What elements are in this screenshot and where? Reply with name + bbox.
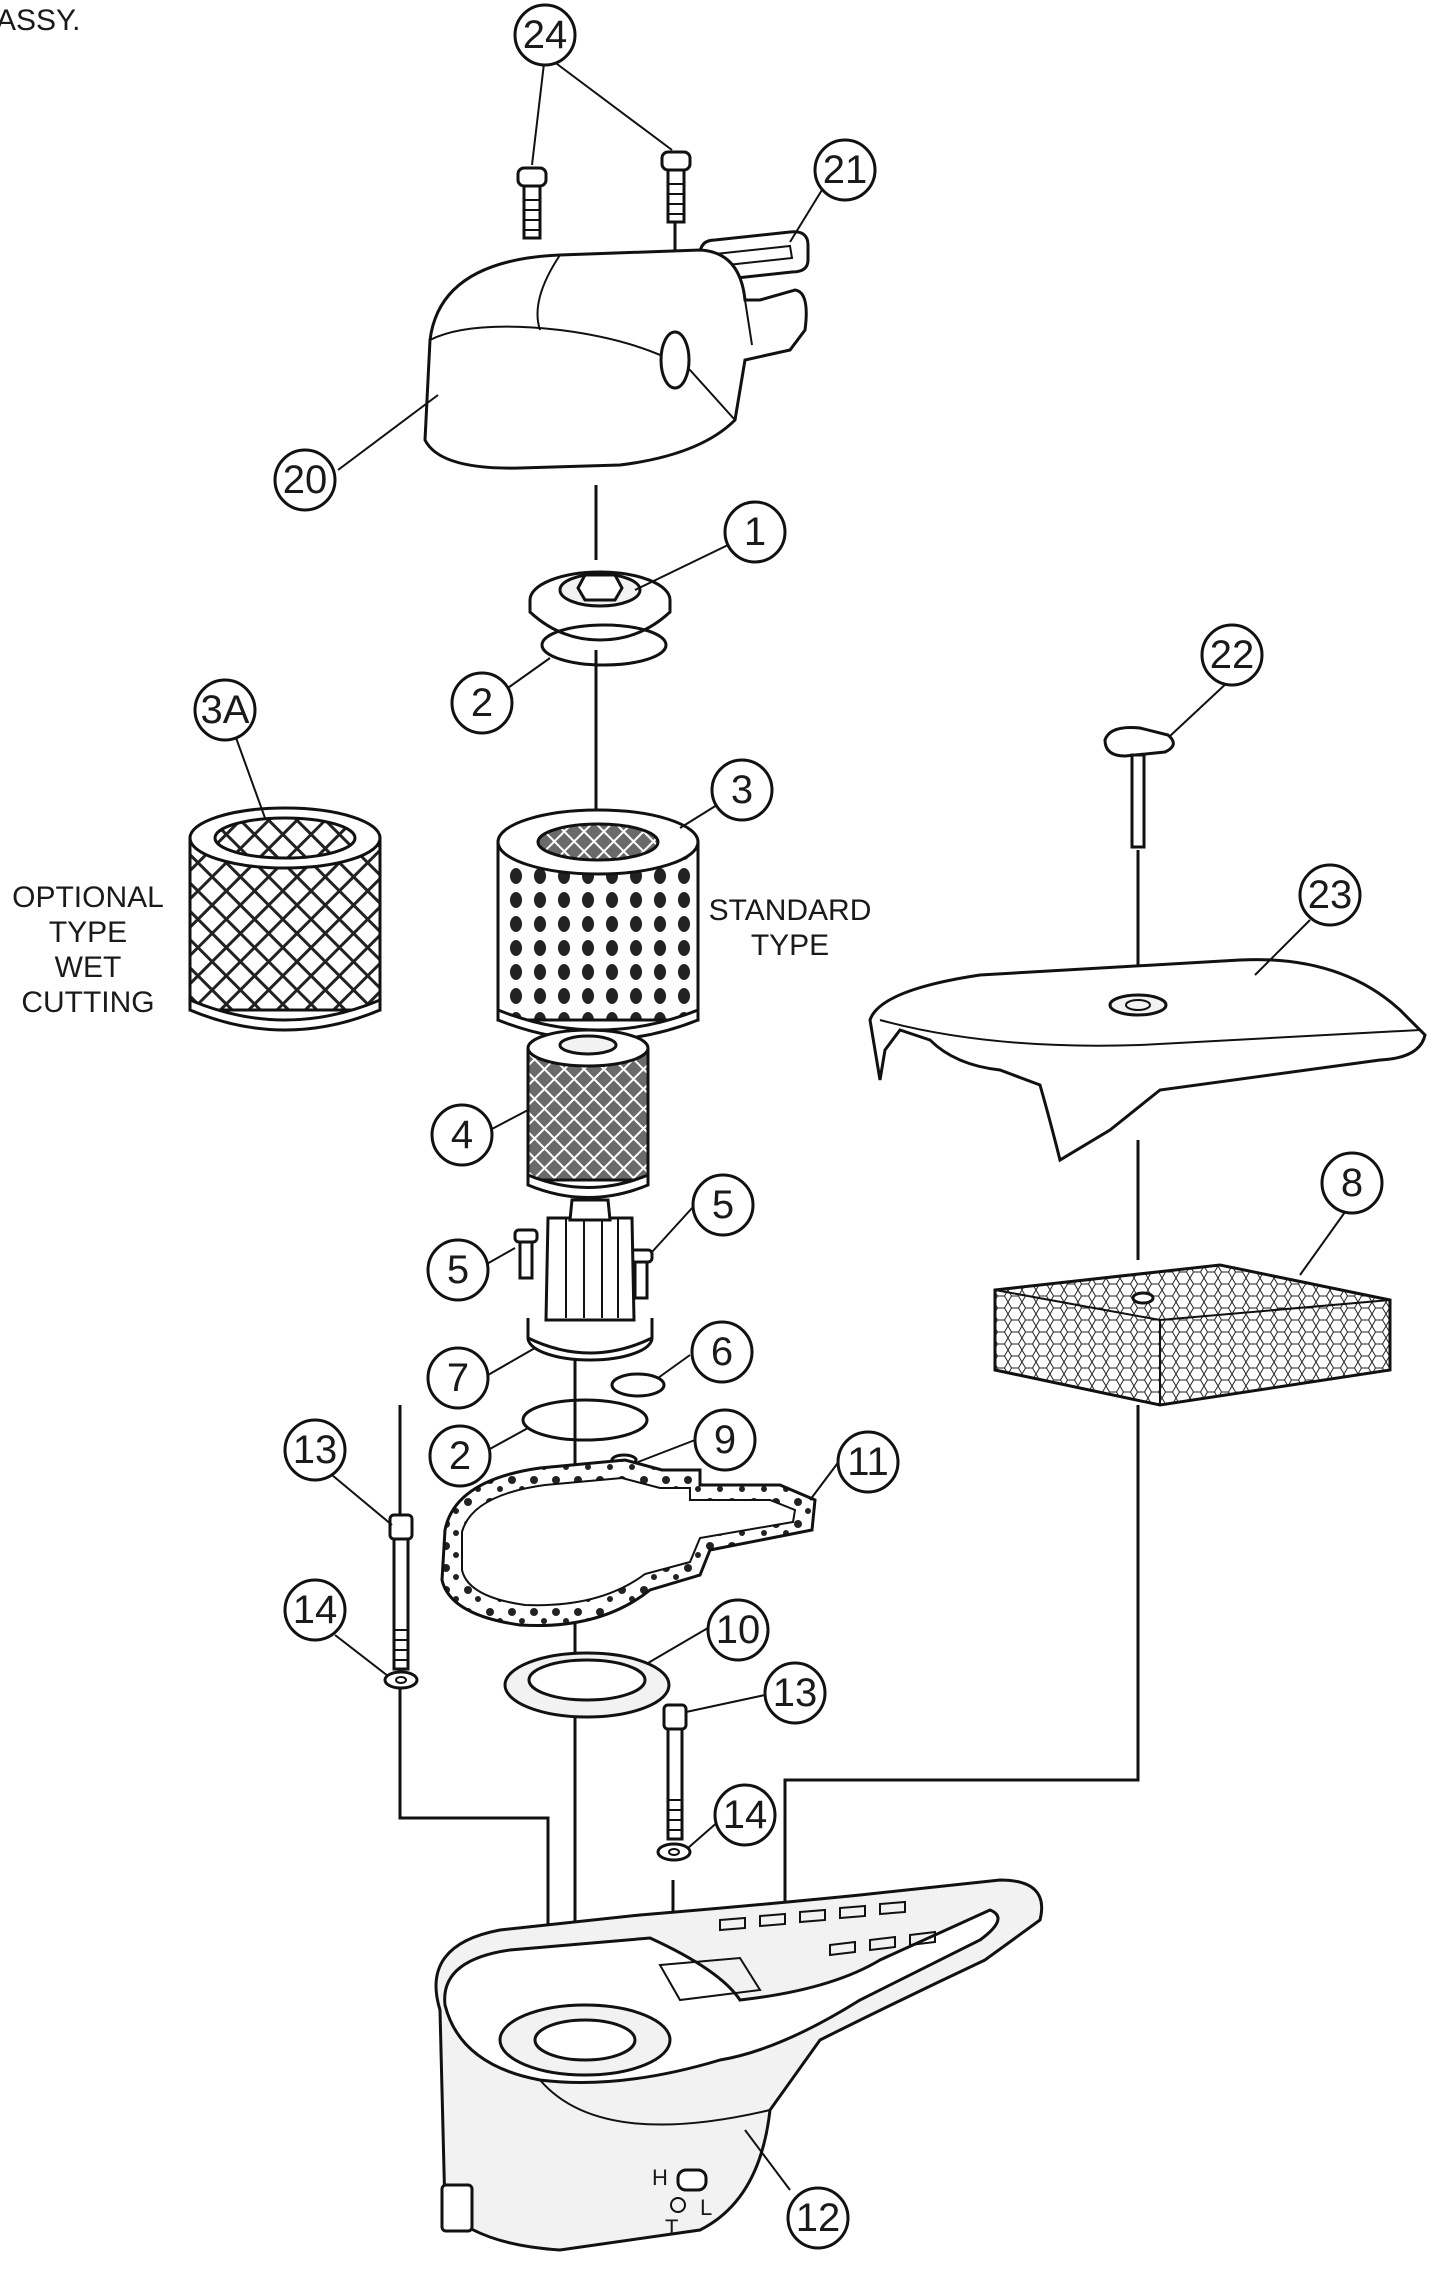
- callout-8: 8: [1320, 1151, 1384, 1215]
- svg-text:4: 4: [451, 1113, 473, 1157]
- part-23-top-plate: [868, 958, 1427, 1163]
- svg-text:2: 2: [471, 681, 493, 725]
- part-14-washers: [383, 1670, 692, 1862]
- svg-text:7: 7: [447, 1356, 469, 1400]
- svg-text:24: 24: [523, 13, 568, 57]
- svg-text:14: 14: [723, 1793, 768, 1837]
- callout-24: 24: [513, 3, 577, 67]
- callout-20: 20: [273, 448, 337, 512]
- callout-23: 23: [1298, 863, 1362, 927]
- callout-7: 7: [426, 1346, 490, 1410]
- svg-text:CUTTING: CUTTING: [21, 986, 154, 1019]
- part-12-tank: [434, 1878, 1043, 2252]
- callout-21: 21: [813, 138, 877, 202]
- svg-text:9: 9: [714, 1418, 736, 1462]
- svg-text:OPTIONAL: OPTIONAL: [12, 881, 164, 914]
- callout-13-right: 13: [763, 1661, 827, 1725]
- callout-14-right: 14: [713, 1783, 777, 1847]
- callout-2-upper: 2: [450, 671, 514, 735]
- callout-2-lower: 2: [428, 1424, 492, 1488]
- svg-text:WET: WET: [55, 951, 122, 984]
- svg-text:1: 1: [744, 510, 766, 554]
- part-3a-optional-filter: [188, 806, 382, 1032]
- callout-11: 11: [836, 1430, 900, 1494]
- callout-10: 10: [706, 1598, 770, 1662]
- callout-12: 12: [786, 2186, 850, 2250]
- svg-text:11: 11: [847, 1440, 889, 1484]
- svg-text:12: 12: [796, 2196, 841, 2240]
- callout-4: 4: [430, 1103, 494, 1167]
- svg-text:2: 2: [449, 1434, 471, 1478]
- part-20-cover: [423, 248, 808, 470]
- svg-text:3: 3: [731, 768, 753, 812]
- svg-text:21: 21: [823, 148, 868, 192]
- callout-6: 6: [690, 1320, 754, 1384]
- part-10-seal-ring: [503, 1651, 671, 1719]
- svg-text:TYPE: TYPE: [751, 929, 829, 962]
- callout-leaders: [234, 54, 1351, 2191]
- svg-text:14: 14: [293, 1588, 338, 1632]
- svg-text:L: L: [700, 2195, 712, 2220]
- part-2-oring-upper: [540, 623, 668, 667]
- callout-13-left: 13: [283, 1418, 347, 1482]
- part-22-dipstick: [1103, 726, 1175, 849]
- note-optional-type: OPTIONAL TYPE WET CUTTING: [12, 881, 164, 1019]
- callout-5-left: 5: [426, 1238, 490, 1302]
- header-fragment: ASSY.: [0, 4, 81, 37]
- callout-1: 1: [723, 500, 787, 564]
- svg-text:TYPE: TYPE: [49, 916, 127, 949]
- svg-text:23: 23: [1308, 873, 1353, 917]
- part-3-standard-filter: [496, 808, 700, 1042]
- svg-text:5: 5: [712, 1183, 734, 1227]
- part-7-filter-base: [526, 1198, 654, 1362]
- part-11-gasket: [440, 1458, 817, 1628]
- svg-text:T: T: [665, 2215, 678, 2240]
- svg-text:6: 6: [711, 1330, 733, 1374]
- svg-text:8: 8: [1341, 1161, 1363, 1205]
- svg-text:22: 22: [1210, 633, 1255, 677]
- svg-text:STANDARD: STANDARD: [709, 894, 872, 927]
- part-24-screws: [516, 150, 692, 240]
- callout-14-left: 14: [283, 1578, 347, 1642]
- callout-3a: 3A: [193, 678, 257, 742]
- tank-markings: H L T: [652, 2165, 712, 2240]
- callout-3: 3: [710, 758, 774, 822]
- callout-9: 9: [693, 1408, 757, 1472]
- part-13-bolts: [388, 1513, 688, 1841]
- svg-text:H: H: [652, 2165, 668, 2190]
- svg-text:3A: 3A: [201, 688, 250, 732]
- part-8-foam: [993, 1263, 1392, 1407]
- svg-text:5: 5: [447, 1248, 469, 1292]
- part-6-oring-small: [610, 1372, 666, 1398]
- note-standard-type: STANDARD TYPE: [709, 894, 872, 962]
- svg-text:20: 20: [283, 458, 328, 502]
- part-5-screws: [513, 1228, 654, 1300]
- svg-text:10: 10: [716, 1608, 761, 1652]
- part-2-oring-lower: [521, 1398, 649, 1442]
- callout-22: 22: [1200, 623, 1264, 687]
- svg-text:13: 13: [293, 1428, 338, 1472]
- part-4-inner-filter: [526, 1028, 650, 1199]
- callout-5-right: 5: [691, 1173, 755, 1237]
- svg-text:13: 13: [773, 1671, 818, 1715]
